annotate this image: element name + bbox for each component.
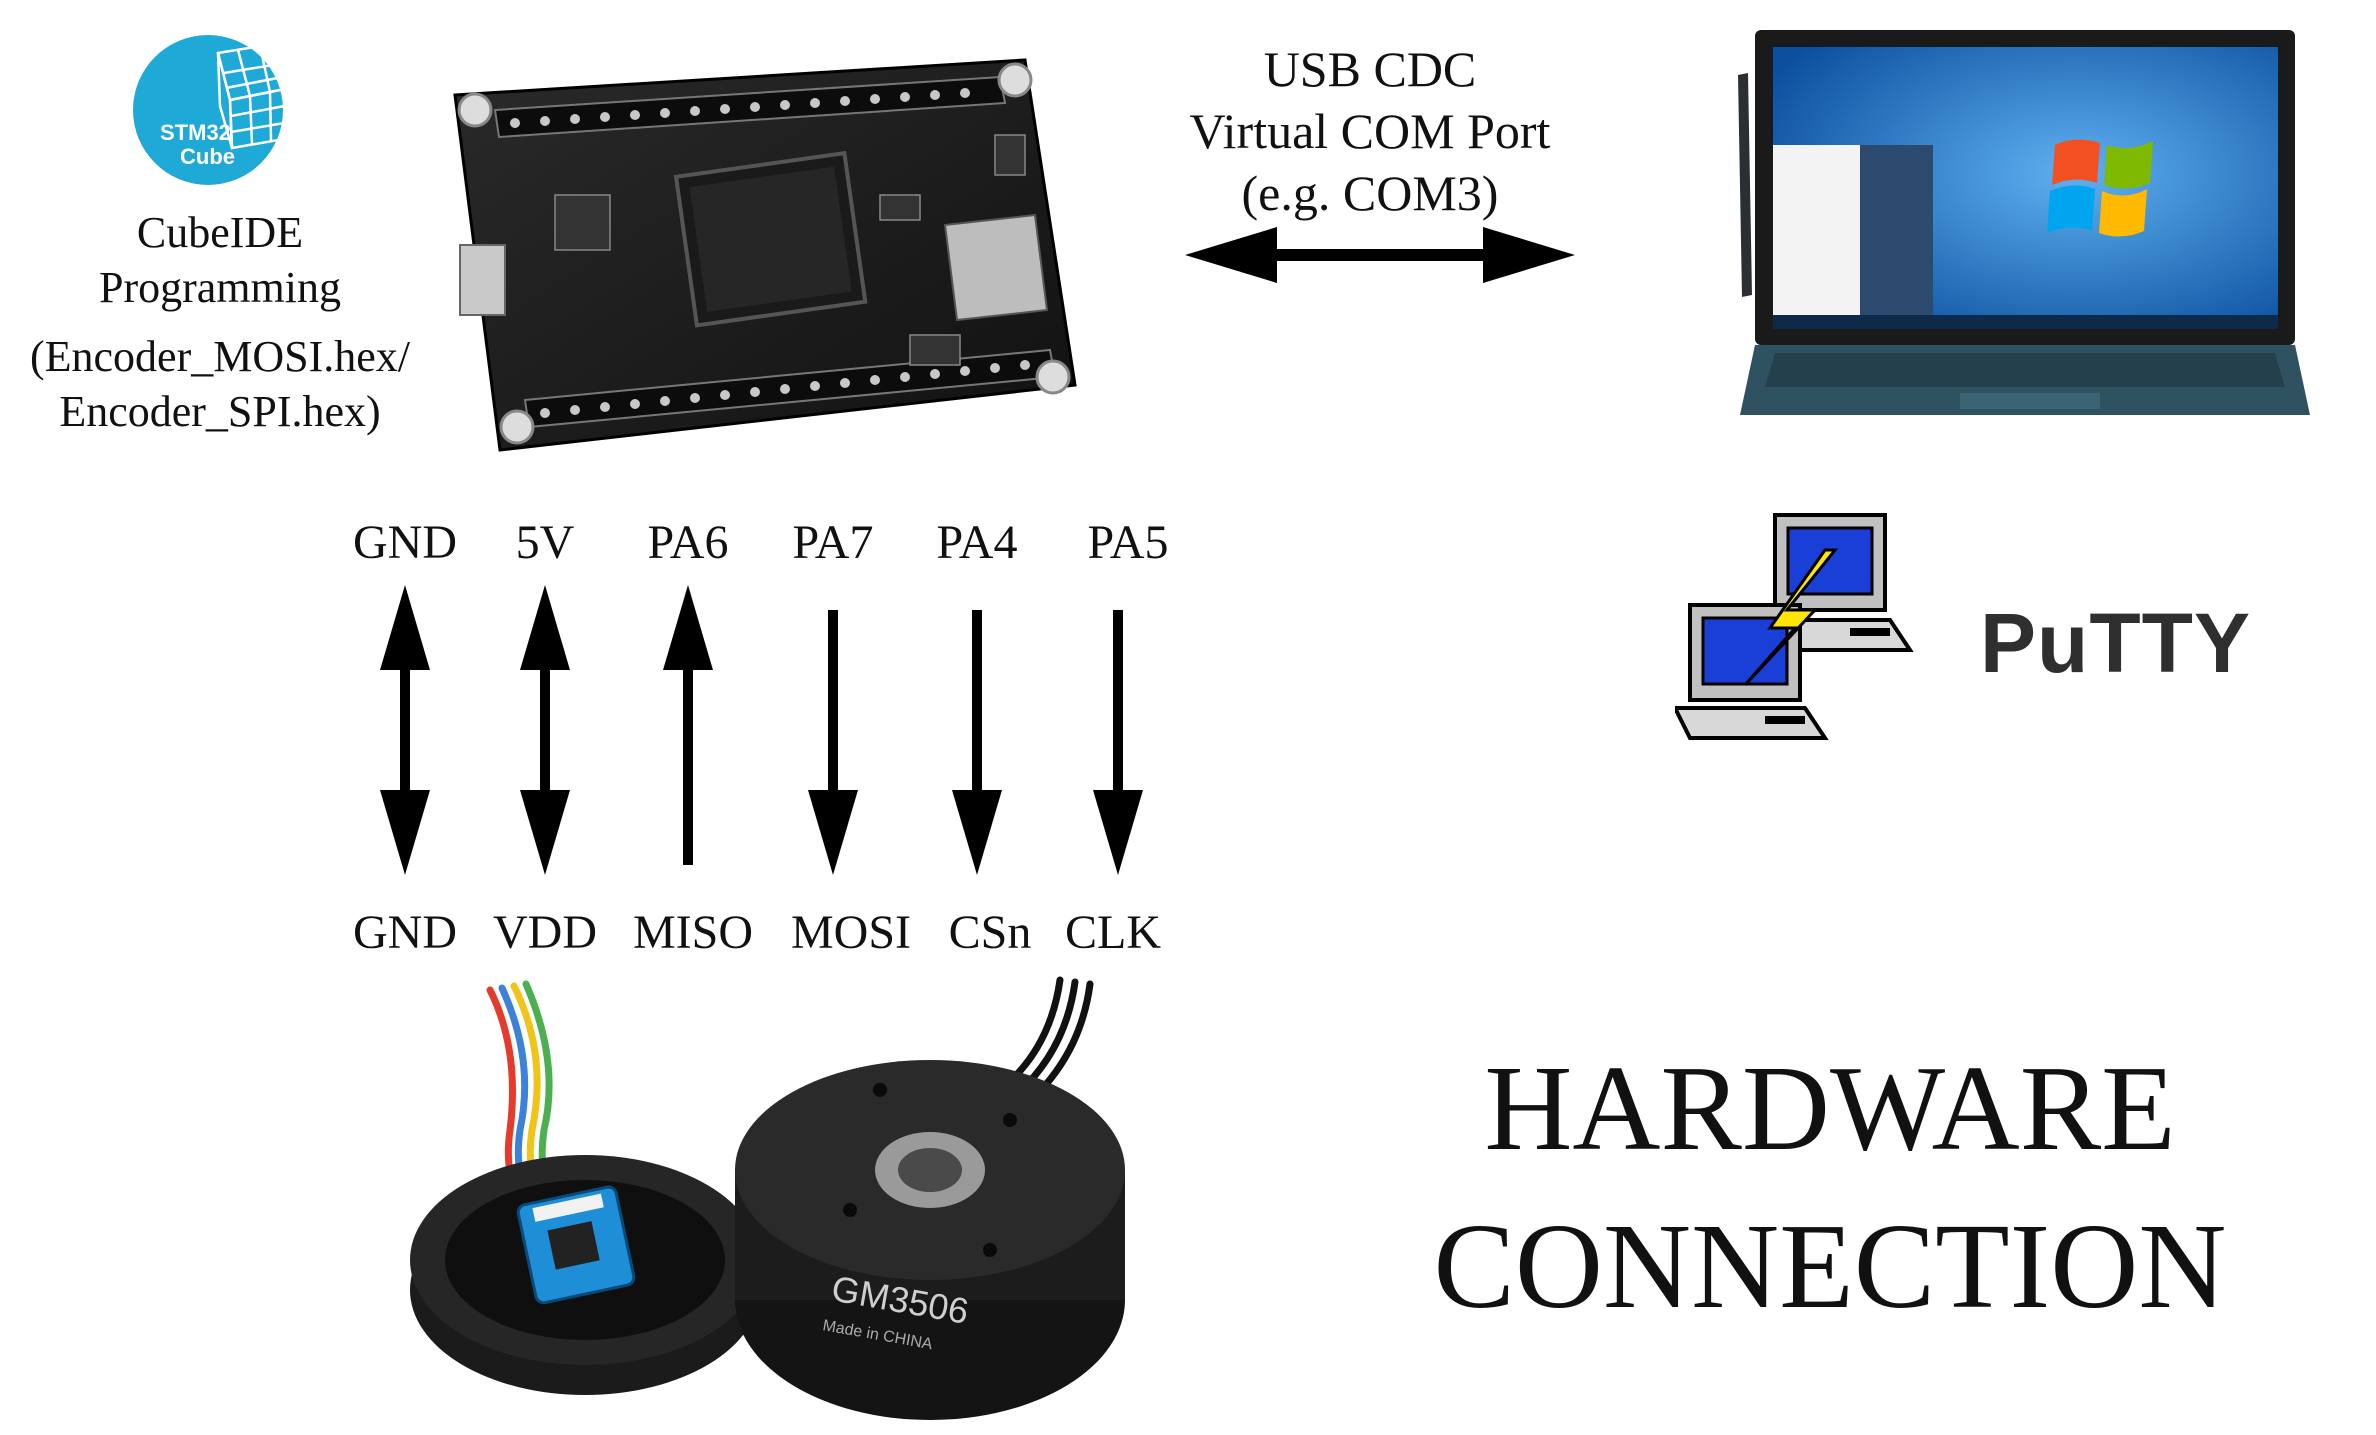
usb-cdc-caption: USB CDC Virtual COM Port (e.g. COM3) xyxy=(1140,38,1600,224)
pin-top-label: GND xyxy=(353,516,457,569)
pin-top-label: 5V xyxy=(515,516,575,569)
pin-bottom-label: MISO xyxy=(632,906,754,959)
pin-top-label: PA4 xyxy=(936,516,1018,569)
hardware-connection-title: HARDWARE CONNECTION xyxy=(1380,1030,2280,1346)
cubeide-file2: Encoder_SPI.hex) xyxy=(59,387,381,436)
pin-arrows xyxy=(380,585,1143,875)
logo-line1: STM32 xyxy=(160,120,231,145)
pin-bottom-label: CSn xyxy=(948,906,1032,959)
pin-bottom-label: VDD xyxy=(493,906,597,959)
usb-line2: Virtual COM Port xyxy=(1189,103,1551,159)
csn-down-arrow xyxy=(952,610,1002,875)
logo-line2: Cube xyxy=(180,144,235,169)
stm32-board-image xyxy=(453,58,1077,452)
motor-encoder-image: GM3506 Made in CHINA xyxy=(410,976,1125,1420)
pin-bottom-label: CLK xyxy=(1065,906,1161,959)
usb-line1: USB CDC xyxy=(1263,41,1477,97)
miso-up-arrow xyxy=(663,585,713,865)
putty-label: PuTTY xyxy=(1980,596,2251,690)
clk-down-arrow xyxy=(1093,610,1143,875)
pin-bottom-label: GND xyxy=(353,906,457,959)
title-line1: HARDWARE xyxy=(1484,1041,2176,1176)
title-line2: CONNECTION xyxy=(1433,1199,2227,1334)
cubeide-line2: Programming xyxy=(99,263,341,312)
pin-top-label: PA5 xyxy=(1087,516,1169,569)
cubeide-caption: CubeIDE Programming (Encoder_MOSI.hex/ E… xyxy=(0,205,440,439)
usb-line3: (e.g. COM3) xyxy=(1241,165,1499,221)
laptop-image xyxy=(1738,30,2310,415)
vdd-double-arrow xyxy=(520,585,570,875)
mosi-down-arrow xyxy=(808,610,858,875)
pin-top-label: PA6 xyxy=(647,516,729,569)
gnd-double-arrow xyxy=(380,585,430,875)
pin-bottom-label: MOSI xyxy=(790,906,912,959)
putty-icon xyxy=(1675,513,1914,740)
pin-top-label: PA7 xyxy=(792,516,874,569)
stm32cube-logo: STM32 Cube xyxy=(133,35,292,185)
usb-double-arrow xyxy=(1185,227,1575,283)
cubeide-file1: (Encoder_MOSI.hex/ xyxy=(29,332,410,381)
cubeide-line1: CubeIDE xyxy=(136,208,304,257)
